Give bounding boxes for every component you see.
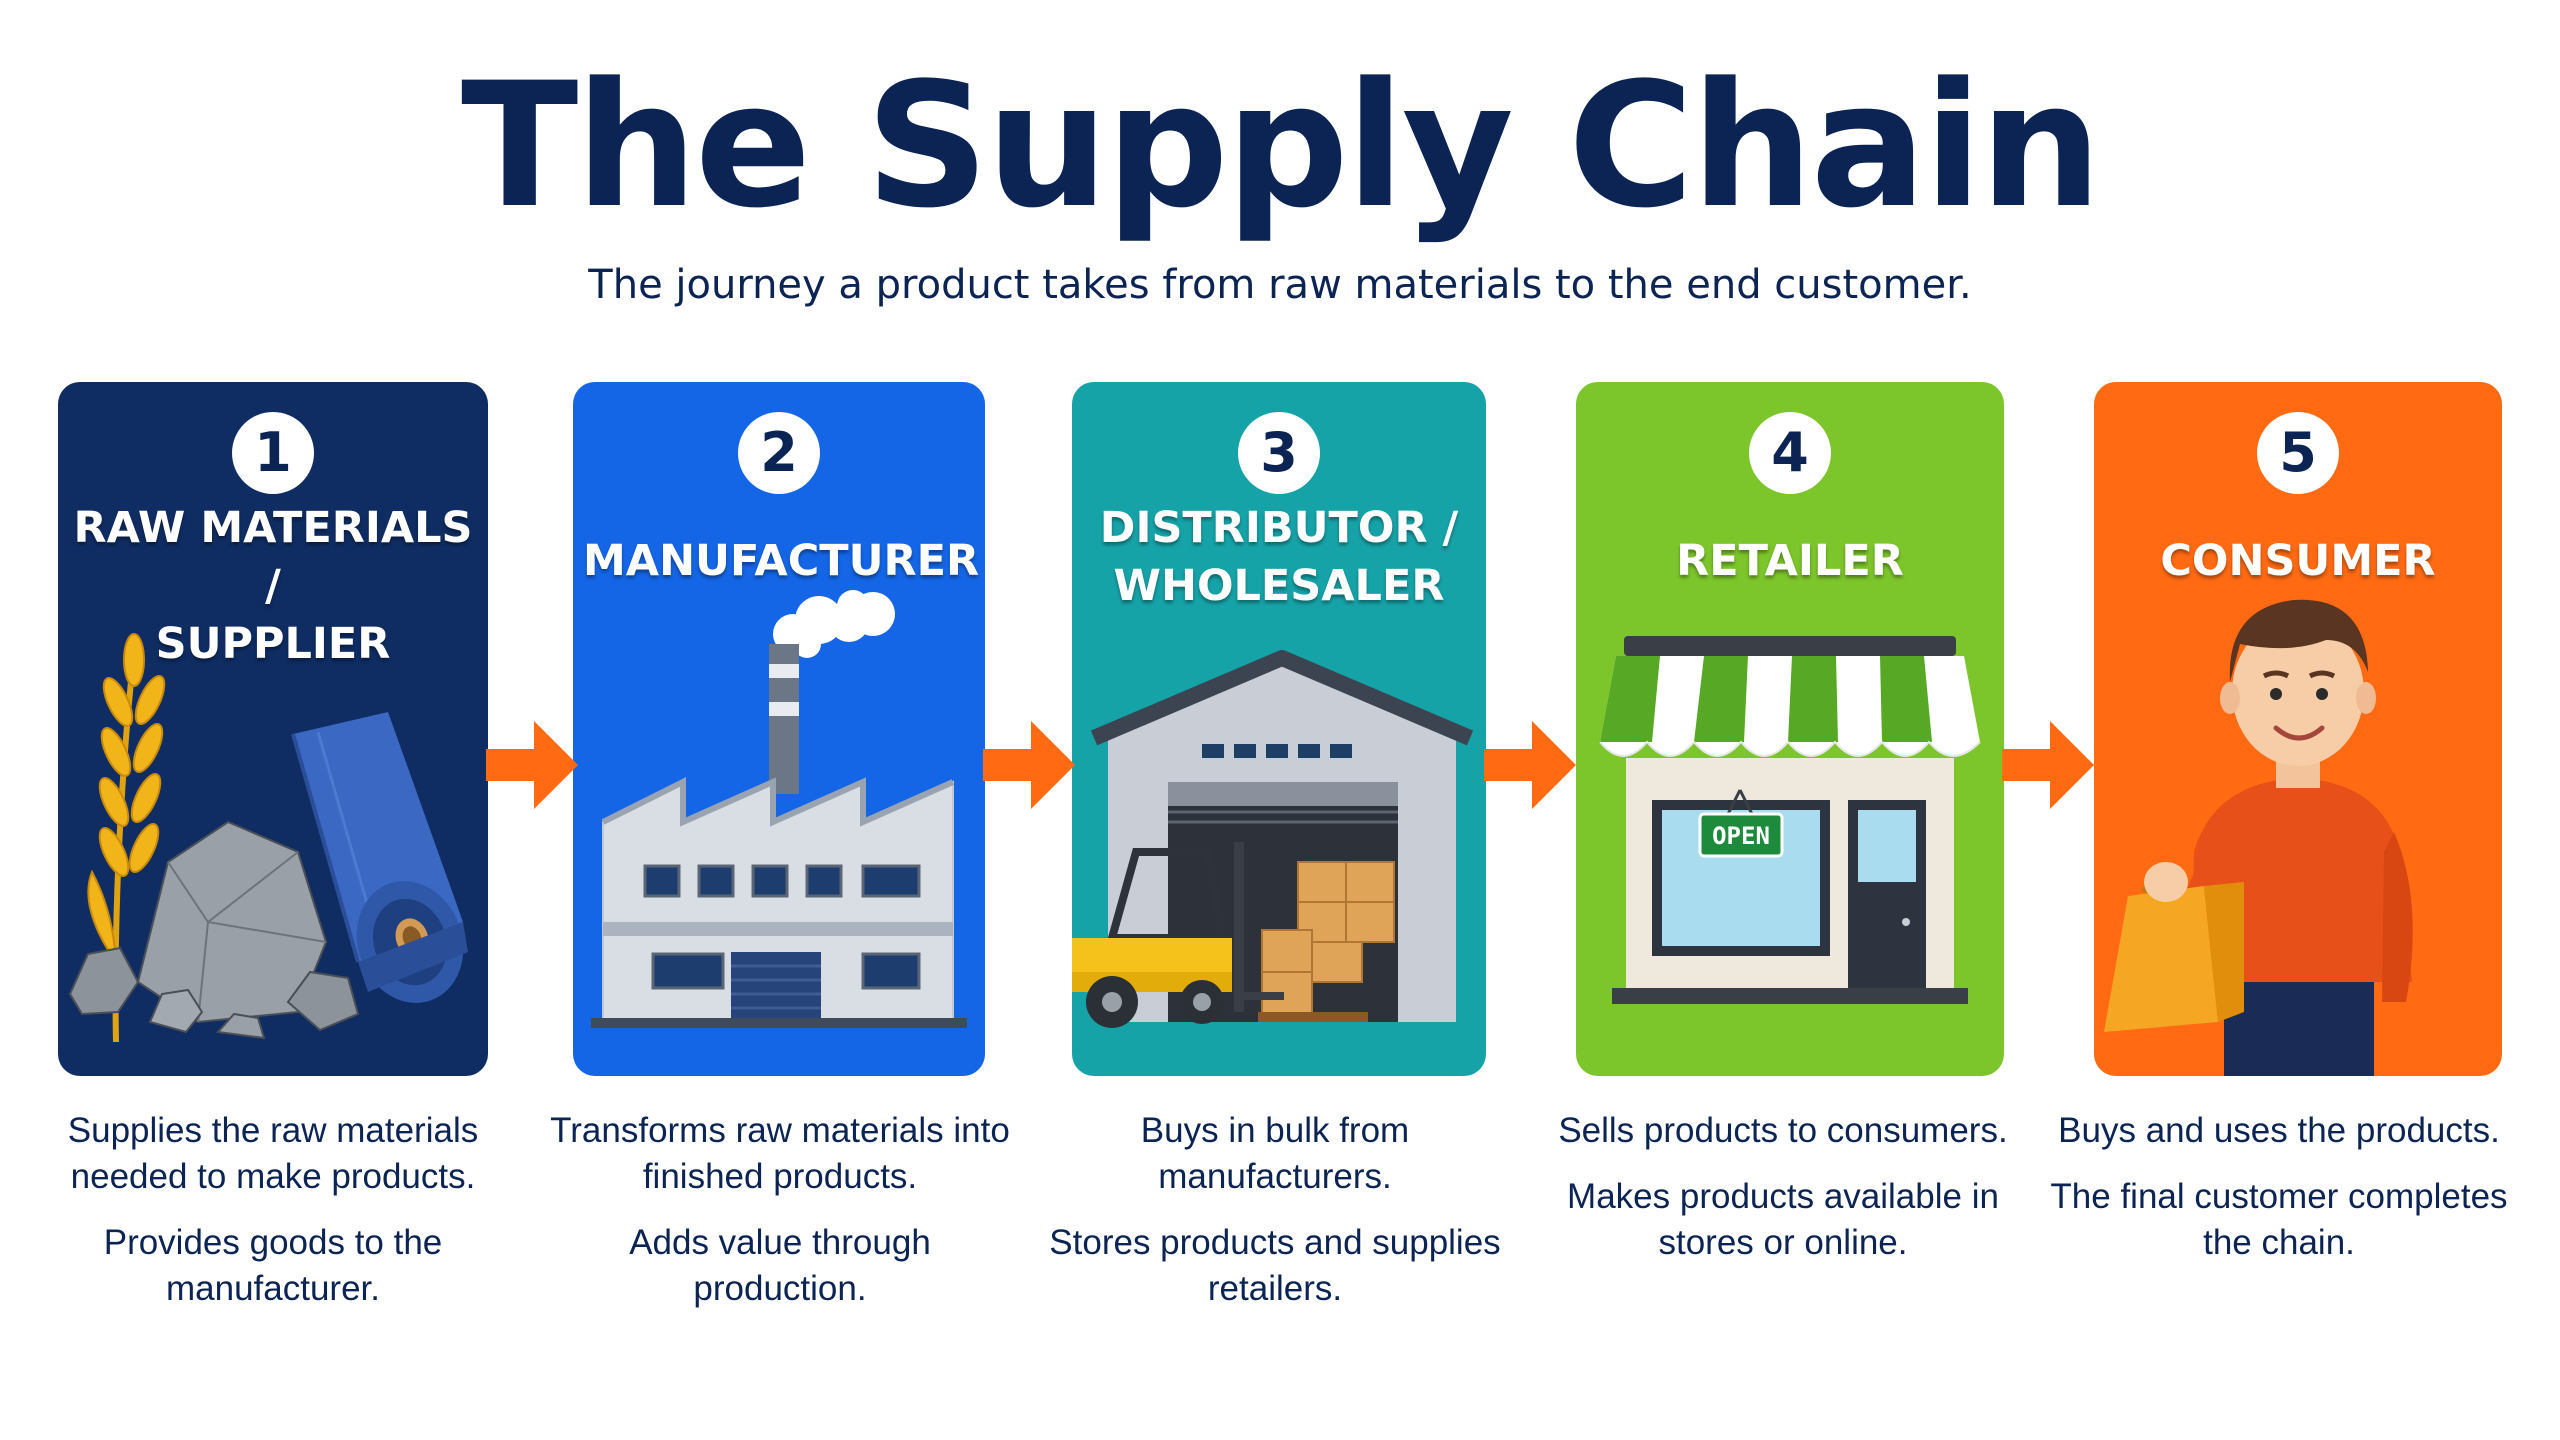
description-line: Stores products and supplies retailers. bbox=[1049, 1223, 1501, 1308]
step-number: 5 bbox=[2257, 412, 2339, 494]
stage-card-distributor: 3 DISTRIBUTOR / WHOLESALER bbox=[1072, 382, 1486, 1076]
stage-description: Supplies the raw materials needed to mak… bbox=[38, 1108, 508, 1332]
stage-description: Transforms raw materials into finished p… bbox=[545, 1108, 1015, 1332]
description-line: Buys in bulk from manufacturers. bbox=[1140, 1111, 1410, 1196]
page-subtitle: The journey a product takes from raw mat… bbox=[588, 262, 1972, 308]
stage-card-manufacturer: 2 MANUFACTURER bbox=[573, 382, 985, 1076]
stage-card-retailer: OPEN 4 RETAILER bbox=[1576, 382, 2004, 1076]
description-line: Makes products available in stores or on… bbox=[1567, 1177, 1999, 1262]
stage-label: RAW MATERIALS / SUPPLIER bbox=[73, 503, 473, 669]
stage-label: MANUFACTURER bbox=[583, 536, 980, 586]
description-line: Provides goods to the manufacturer. bbox=[103, 1223, 443, 1308]
description-line: Sells products to consumers. bbox=[1558, 1111, 2008, 1150]
description-line: The final customer completes the chain. bbox=[2050, 1177, 2508, 1262]
description-line: Adds value through production. bbox=[629, 1223, 931, 1308]
storefront-icon: OPEN bbox=[1599, 636, 1981, 1004]
step-number: 3 bbox=[1238, 412, 1320, 494]
step-number: 1 bbox=[232, 412, 314, 494]
stage-label: RETAILER bbox=[1676, 536, 1904, 586]
description-line: Buys and uses the products. bbox=[2058, 1111, 2500, 1150]
page-title: The Supply Chain bbox=[461, 45, 2102, 246]
description-line: Supplies the raw materials needed to mak… bbox=[67, 1111, 479, 1196]
open-sign: OPEN bbox=[1712, 822, 1770, 850]
stage-card-consumer: 5 CONSUMER bbox=[2094, 382, 2502, 1076]
stage-label: DISTRIBUTOR / WHOLESALER bbox=[1099, 503, 1459, 611]
stage-card-raw-materials: 1 RAW MATERIALS / SUPPLIER bbox=[58, 382, 488, 1076]
raw-materials-icon bbox=[68, 633, 468, 1043]
description-line: Transforms raw materials into finished p… bbox=[550, 1111, 1010, 1196]
stage-description: Buys and uses the products. The final cu… bbox=[2044, 1108, 2514, 1286]
consumer-icon bbox=[2104, 599, 2413, 1076]
arrow-right-icon bbox=[1484, 721, 1576, 809]
arrow-right-icon bbox=[2002, 721, 2094, 809]
stage-description: Sells products to consumers. Makes produ… bbox=[1548, 1108, 2018, 1286]
arrow-right-icon bbox=[983, 721, 1075, 809]
warehouse-forklift-icon bbox=[1072, 650, 1474, 1028]
factory-icon bbox=[591, 590, 967, 1028]
stage-description: Buys in bulk from manufacturers. Stores … bbox=[1040, 1108, 1510, 1332]
stage-label: CONSUMER bbox=[2160, 536, 2436, 586]
step-number: 2 bbox=[738, 412, 820, 494]
arrow-right-icon bbox=[486, 721, 578, 809]
step-number: 4 bbox=[1749, 412, 1831, 494]
